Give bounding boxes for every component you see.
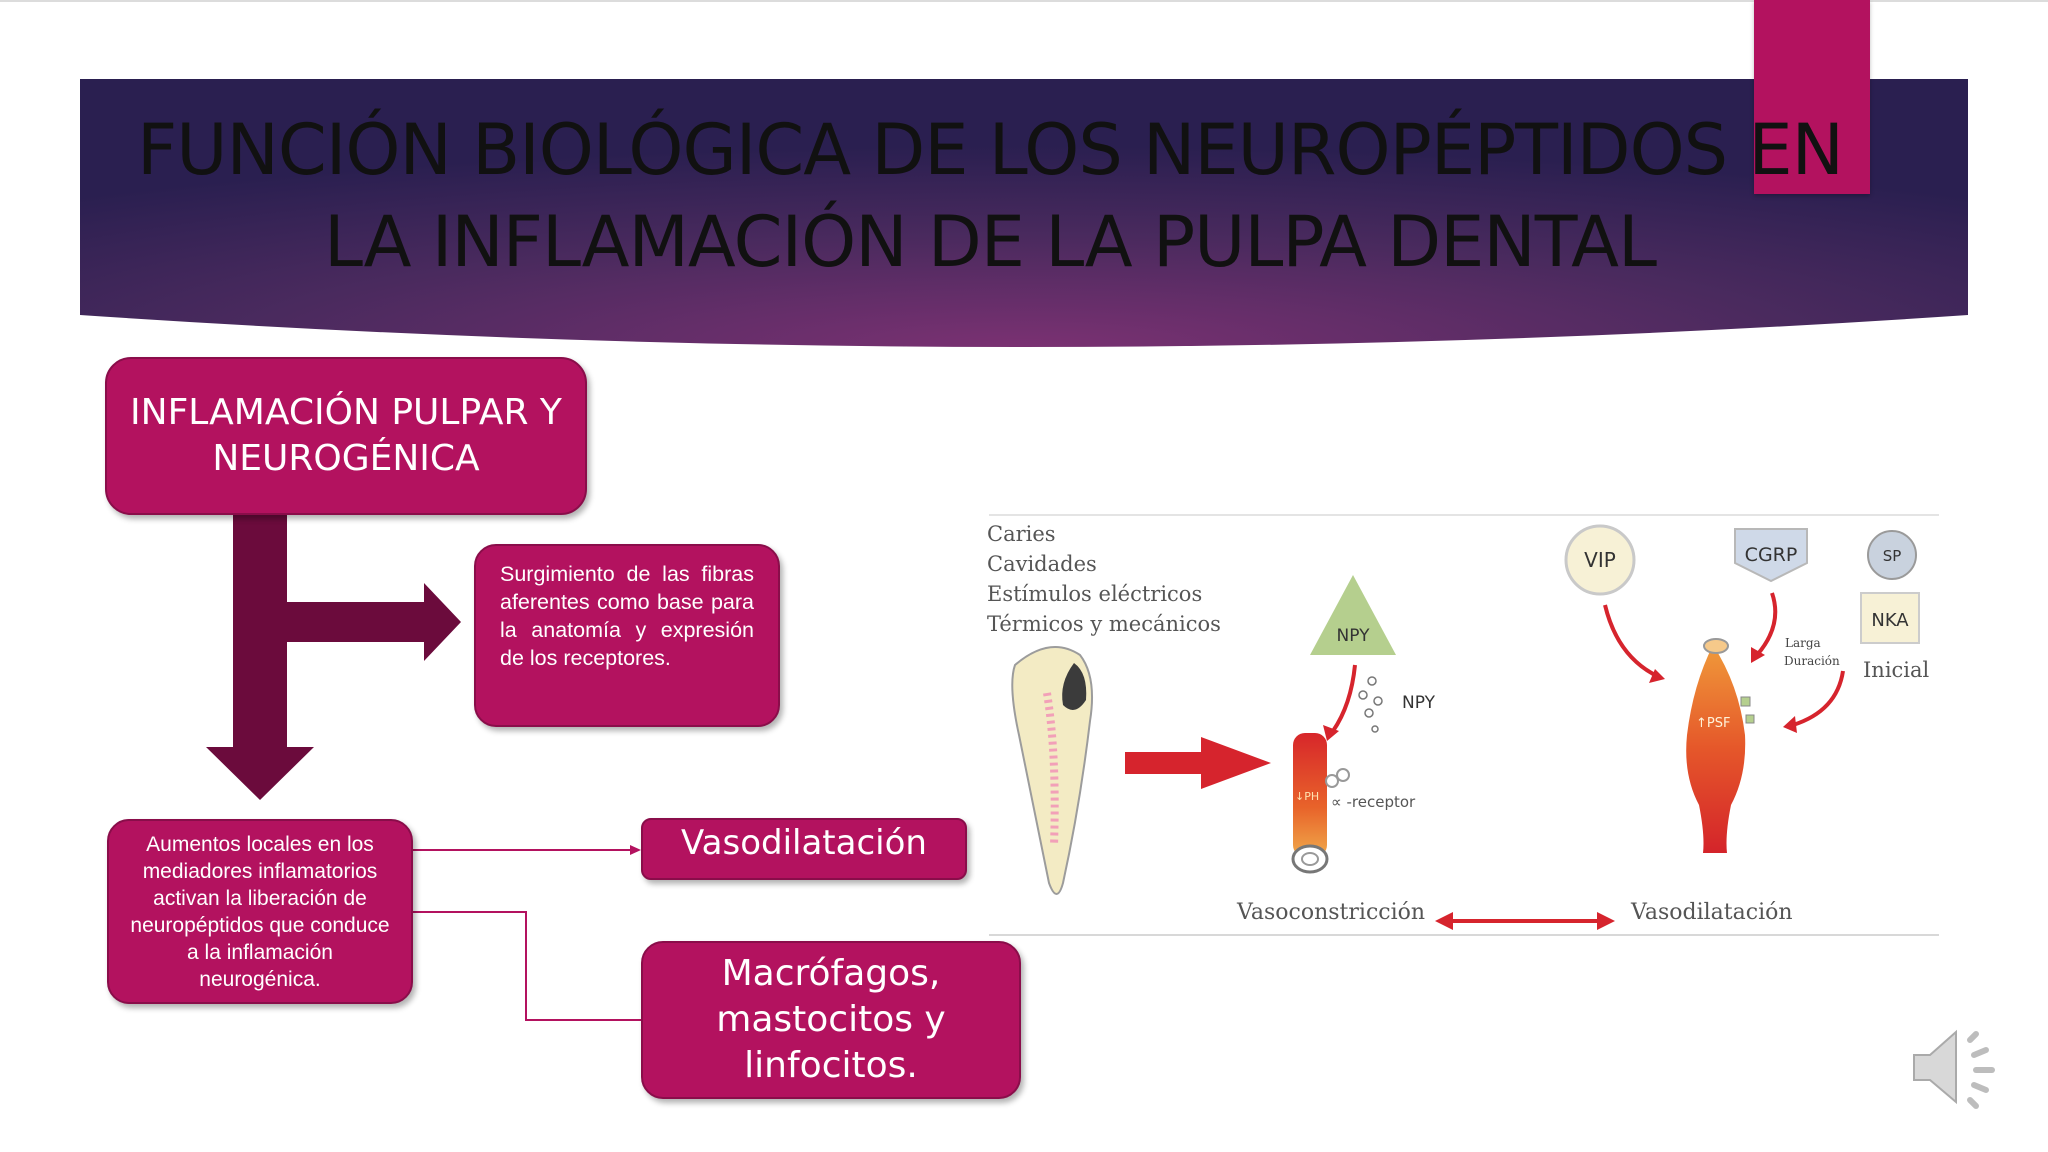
npy-dots-label: NPY: [1402, 693, 1436, 713]
macrofagos-text: Macrófagos, mastocitos y linfocitos.: [716, 953, 946, 1086]
title-banner: [80, 79, 1968, 347]
neuropeptide-illustration: Caries Cavidades Estímulos eléctricos Té…: [975, 505, 1941, 937]
sp-label: SP: [1883, 547, 1902, 565]
title-line-1: FUNCIÓN BIOLÓGICA DE LOS NEUROPÉPTIDOS E…: [137, 109, 1844, 191]
nka-square: NKA: [1860, 592, 1920, 644]
inicial-label: Inicial: [1863, 658, 1930, 682]
vip-label: VIP: [1584, 548, 1616, 572]
vasodilatacion-label: Vasodilatación: [1630, 900, 1793, 925]
accent-tab: [1754, 0, 1870, 194]
inflamacion-pulpar-text: INFLAMACIÓN PULPAR Y NEUROGÉNICA: [130, 392, 562, 479]
vasodilatacion-box: Vasodilatación: [641, 818, 967, 880]
speaker-icon[interactable]: [1900, 1010, 2010, 1120]
sp-circle: SP: [1867, 530, 1917, 580]
nka-label: NKA: [1871, 610, 1909, 631]
surgimiento-text: Surgimiento de las fibras aferentes como…: [500, 562, 754, 670]
slide-title: FUNCIÓN BIOLÓGICA DE LOS NEUROPÉPTIDOS E…: [90, 104, 1890, 288]
top-divider: [0, 0, 2048, 2]
stimulus-termicos: Térmicos y mecánicos: [987, 612, 1221, 636]
npy-triangle-label: NPY: [1337, 626, 1371, 646]
title-line-2: LA INFLAMACIÓN DE LA PULPA DENTAL: [324, 201, 1657, 283]
line-to-vasodilatacion: [413, 845, 641, 855]
aumentos-box: Aumentos locales en los mediadores infla…: [107, 819, 413, 1004]
stimulus-caries: Caries: [987, 522, 1056, 546]
nka-arrow: [1792, 670, 1845, 727]
vessel-right-label: ↑PSF: [1696, 716, 1730, 731]
vasoconstriccion-label: Vasoconstricción: [1236, 900, 1425, 925]
vasodilatacion-text: Vasodilatación: [681, 823, 927, 863]
constricted-vessel: [1291, 733, 1350, 874]
cgrp-arrow: [1755, 592, 1778, 657]
vip-arrow: [1603, 604, 1656, 677]
npy-triangle: NPY: [1310, 575, 1396, 655]
line-to-macrofagos: [413, 911, 641, 1021]
stimulus-cavidades: Cavidades: [987, 552, 1097, 576]
receptor-label: ∝ -receptor: [1331, 793, 1416, 811]
npy-dots: [1358, 676, 1383, 733]
dilated-vessel: [1686, 638, 1755, 853]
stimulus-electricos: Estímulos eléctricos: [987, 582, 1202, 606]
cgrp-label: CGRP: [1745, 544, 1798, 566]
duracion-label: Duración: [1784, 654, 1840, 668]
aumentos-text: Aumentos locales en los mediadores infla…: [130, 832, 390, 991]
stimulus-arrow: [1125, 737, 1271, 789]
larga-label: Larga: [1785, 636, 1821, 650]
double-arrow: [1435, 912, 1615, 930]
npy-release-arrow: [1331, 664, 1357, 733]
tooth-icon: [1011, 646, 1093, 895]
cgrp-pentagon: CGRP: [1734, 528, 1808, 583]
right-arrow: [287, 583, 461, 661]
surgimiento-box: Surgimiento de las fibras aferentes como…: [474, 544, 780, 727]
macrofagos-box: Macrófagos, mastocitos y linfocitos.: [641, 941, 1021, 1099]
inflamacion-pulpar-box: INFLAMACIÓN PULPAR Y NEUROGÉNICA: [105, 357, 587, 515]
down-arrow: [206, 514, 314, 800]
vessel-left-label: ↓PH: [1295, 790, 1319, 803]
vip-circle: VIP: [1564, 524, 1636, 596]
